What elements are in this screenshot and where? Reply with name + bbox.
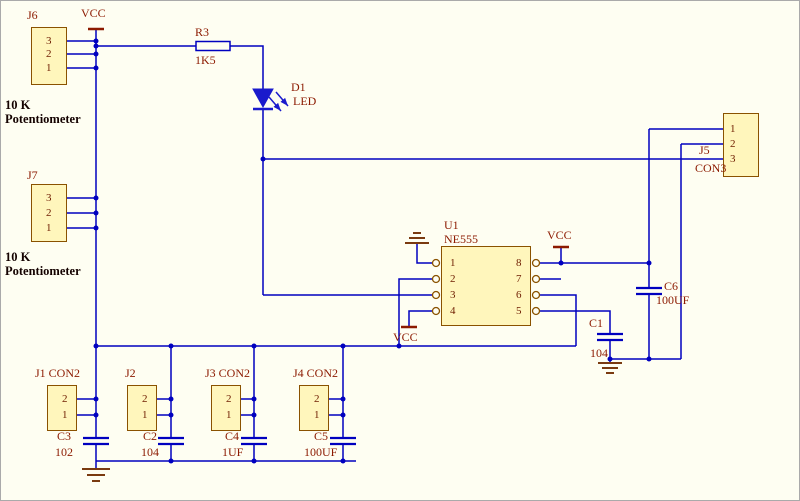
- c3-value-label: 102: [55, 445, 73, 459]
- j3-pin-2: 2: [226, 393, 232, 405]
- c5-ref-label: C5: [314, 429, 329, 443]
- j1-pin-1: 1: [62, 409, 68, 421]
- u1-ref-label: U1: [444, 218, 459, 232]
- c2-value-label: 104: [141, 445, 159, 459]
- j5-value-label: CON3: [695, 161, 727, 175]
- capacitor-c2[interactable]: [158, 436, 184, 446]
- ic-u1-ne555[interactable]: 1 2 3 4 8 7 6 5: [441, 246, 531, 326]
- j2-pin-1: 1: [142, 409, 148, 421]
- u1-pin-6: 6: [516, 289, 522, 301]
- j4-pin-1: 1: [314, 409, 320, 421]
- c1-ref-label: C1: [589, 316, 604, 330]
- connector-j7[interactable]: 3 2 1: [31, 184, 67, 242]
- d1-value-label: LED: [293, 94, 317, 108]
- c3-ref-label: C3: [57, 429, 72, 443]
- wire-j6-stubs: [67, 40, 96, 69]
- u1-pin-8: 8: [516, 257, 522, 269]
- j6-caption-line1: 10 K: [5, 98, 31, 112]
- j4-ref-label: J4 CON2: [293, 366, 339, 380]
- connector-j1[interactable]: 2 1: [47, 385, 77, 431]
- ground-symbol-u1: [405, 232, 429, 244]
- j7-pin-2: 2: [46, 207, 52, 219]
- capacitor-c4[interactable]: [241, 436, 267, 446]
- connector-j5[interactable]: 1 2 3: [723, 113, 759, 177]
- wire-ground-bus: [95, 460, 356, 469]
- connector-j6[interactable]: 3 2 1: [31, 27, 67, 85]
- r3-ref-label: R3: [195, 25, 210, 39]
- j1-ref-label: J1 CON2: [35, 366, 81, 380]
- j3-pin-1: 1: [226, 409, 232, 421]
- j6-pin-1: 1: [46, 62, 52, 74]
- connector-j2[interactable]: 2 1: [127, 385, 157, 431]
- wire-right-nets: [610, 128, 723, 360]
- u1-pin-3: 3: [450, 289, 456, 301]
- wire-cap-columns: [170, 346, 344, 461]
- c4-value-label: 1UF: [222, 445, 244, 459]
- c6-value-label: 100UF: [656, 293, 690, 307]
- wire-pin1-gnd: [416, 243, 432, 264]
- resistor-r3[interactable]: [195, 40, 231, 52]
- wire-pin4-vcc: [408, 310, 432, 327]
- j7-ref-label: J7: [27, 168, 38, 182]
- wire-pin6-net: [540, 294, 577, 346]
- u1-pin-7: 7: [516, 273, 522, 285]
- j4-pin-2: 2: [314, 393, 320, 405]
- vcc-label-pin8: VCC: [547, 228, 572, 242]
- j7-pin-1: 1: [46, 222, 52, 234]
- ground-symbol-bottom: [82, 468, 110, 482]
- r3-value-label: 1K5: [195, 53, 216, 67]
- j6-pin-3: 3: [46, 35, 52, 47]
- j6-ref-label: J6: [27, 8, 38, 22]
- c5-value-label: 100UF: [304, 445, 338, 459]
- j7-caption-line2: Potentiometer: [5, 264, 81, 278]
- j5-ref-label: J5: [699, 143, 710, 157]
- led-d1[interactable]: [252, 88, 289, 112]
- j5-pin-2: 2: [730, 138, 736, 150]
- c1-value-label: 104: [590, 346, 608, 360]
- capacitor-c1[interactable]: [597, 332, 623, 342]
- connector-j3[interactable]: 2 1: [211, 385, 241, 431]
- connector-j4[interactable]: 2 1: [299, 385, 329, 431]
- capacitor-c3[interactable]: [83, 436, 109, 446]
- vcc-label-top: VCC: [81, 6, 106, 20]
- wire-j7-stubs: [67, 197, 96, 229]
- j7-caption-line1: 10 K: [5, 250, 31, 264]
- capacitor-c6[interactable]: [636, 286, 662, 296]
- j7-pin-3: 3: [46, 192, 52, 204]
- u1-pin-terminals: [431, 258, 541, 316]
- j6-caption-line2: Potentiometer: [5, 112, 81, 126]
- j3-ref-label: J3 CON2: [205, 366, 251, 380]
- j1-pin-2: 2: [62, 393, 68, 405]
- u1-pin-4: 4: [450, 305, 456, 317]
- j5-pin-3: 3: [730, 153, 736, 165]
- ground-symbol-c1: [598, 362, 622, 374]
- capacitor-c5[interactable]: [330, 436, 356, 446]
- wire-pin8-vcc: [540, 247, 649, 264]
- c6-ref-label: C6: [664, 279, 679, 293]
- u1-pin-5: 5: [516, 305, 522, 317]
- wire-r3-net: [96, 45, 264, 89]
- d1-ref-label: D1: [291, 80, 306, 94]
- wires: [67, 29, 723, 469]
- u1-pin-2: 2: [450, 273, 456, 285]
- u1-value-label: NE555: [444, 232, 478, 246]
- j2-ref-label: J2: [125, 366, 136, 380]
- wire-led-out-net: [262, 109, 723, 296]
- c4-ref-label: C4: [225, 429, 240, 443]
- u1-pin-1: 1: [450, 257, 456, 269]
- j2-pin-2: 2: [142, 393, 148, 405]
- wire-con2-stubs: [77, 398, 343, 416]
- c2-ref-label: C2: [143, 429, 158, 443]
- vcc-label-pin4: VCC: [393, 330, 418, 344]
- junction-dots: [93, 38, 652, 464]
- wire-pin2-net: [398, 278, 432, 346]
- j5-pin-1: 1: [730, 123, 736, 135]
- j6-pin-2: 2: [46, 48, 52, 60]
